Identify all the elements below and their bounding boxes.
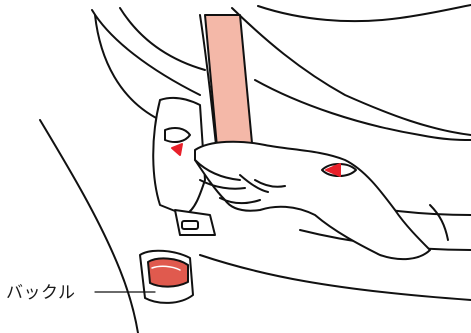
- seat-back: [92, 5, 471, 140]
- callout-label-buckle: バックル: [6, 278, 76, 303]
- buckle: [140, 251, 193, 303]
- hand: [195, 142, 430, 259]
